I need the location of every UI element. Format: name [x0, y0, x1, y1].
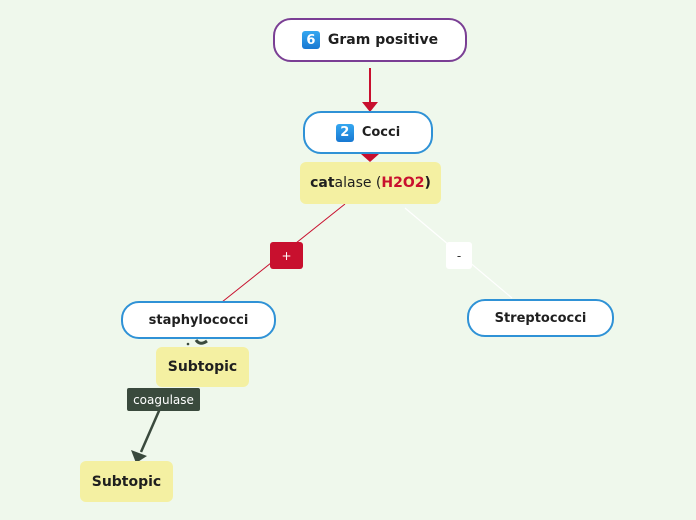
node-label: Streptococci	[494, 310, 587, 326]
node-subtopic-2[interactable]: Subtopic	[80, 461, 173, 502]
node-catalase[interactable]: cat alase ( H2O2 )	[300, 162, 441, 204]
node-streptococci[interactable]: Streptococci	[467, 299, 614, 337]
node-label: Subtopic	[167, 359, 238, 375]
node-cocci[interactable]: 2 Cocci	[303, 111, 433, 154]
node-gram-positive[interactable]: 6 Gram positive	[273, 18, 467, 62]
node-label: staphylococci	[148, 312, 249, 328]
priority-badge-icon: 6	[301, 31, 320, 49]
catalase-normal-part: alase (	[334, 175, 382, 191]
node-staphylococci[interactable]: staphylococci	[121, 301, 276, 339]
edge-label-coagulase[interactable]: coagulase	[127, 388, 200, 411]
node-label: Subtopic	[91, 473, 162, 490]
node-label: Cocci	[361, 125, 401, 140]
node-subtopic-1[interactable]: Subtopic	[156, 347, 249, 387]
connector-stub-catalase	[361, 154, 379, 162]
catalase-bold-part: cat	[310, 175, 335, 191]
connector-subtopic-to-subtopic	[139, 403, 164, 453]
node-label: Gram positive	[327, 32, 439, 48]
catalase-close-paren: )	[424, 175, 431, 191]
catalase-formula: H2O2	[381, 175, 425, 191]
connector-arrowhead-cocci	[362, 102, 378, 112]
priority-badge-icon: 2	[335, 123, 354, 142]
edge-label-positive[interactable]: +	[270, 242, 303, 269]
connector-staph-to-subtopic	[194, 339, 208, 345]
connector-dot	[186, 342, 190, 346]
connector-arrowhead-subtopic	[131, 450, 147, 463]
edge-label-negative[interactable]: -	[446, 242, 472, 269]
